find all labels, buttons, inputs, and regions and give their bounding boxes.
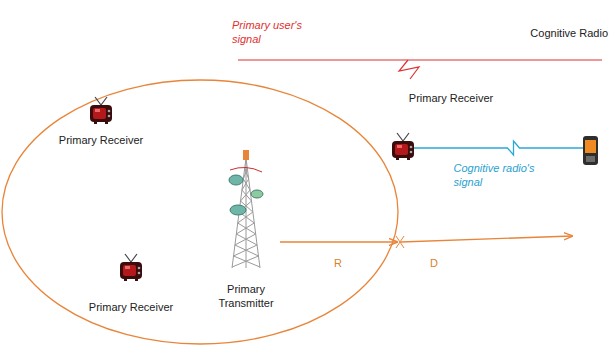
dimension-label: D <box>430 256 438 270</box>
node-icon <box>583 136 598 165</box>
signal-label: Cognitive radio's signal <box>454 161 546 189</box>
node-label: Primary Receiver <box>59 133 143 147</box>
node-icon <box>90 97 112 124</box>
transmitter-tower: Primary Transmitter <box>226 150 266 268</box>
node-icon <box>392 133 414 160</box>
signal-connector <box>414 141 583 155</box>
range-arrow-r <box>280 241 397 242</box>
node-icon <box>120 254 142 281</box>
primary-signal-line <box>238 59 602 60</box>
node-label: Primary Receiver <box>89 300 173 314</box>
tv-receiver: Primary Receiver <box>392 133 414 160</box>
tv-receiver: Primary Receiver <box>120 254 142 281</box>
signal-label: Primary user's signal <box>232 18 304 46</box>
node-icon <box>226 150 266 268</box>
dimension-label: R <box>334 256 342 270</box>
node-label: Primary Transmitter <box>215 282 277 310</box>
distance-arrow-d <box>401 236 572 242</box>
boundary-tick <box>396 236 404 248</box>
node-label: Cognitive Radio <box>530 26 608 40</box>
node-label: Primary Receiver <box>409 91 493 105</box>
coverage-ellipse <box>2 80 398 344</box>
tv-receiver: Primary Receiver <box>90 97 112 124</box>
cognitive-radio-phone: Cognitive Radio <box>583 136 598 165</box>
primary-signal-bolt <box>399 60 419 79</box>
